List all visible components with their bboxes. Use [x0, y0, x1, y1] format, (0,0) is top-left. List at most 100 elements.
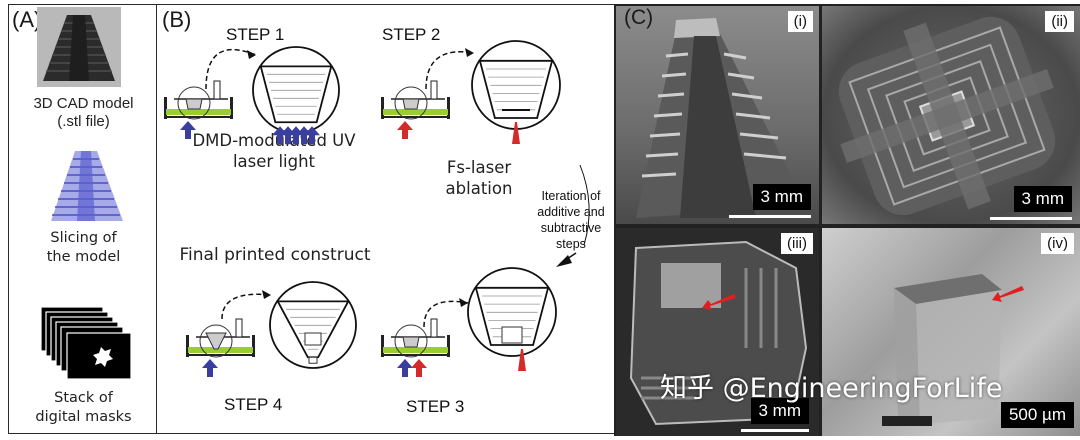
iteration-note-line4: steps [556, 237, 586, 251]
process-diagram [164, 40, 590, 377]
photo-iv-scale-label: 500 µm [1000, 402, 1074, 428]
arrowhead-icon [459, 298, 468, 307]
light-arrow-icon [397, 359, 413, 377]
slicing-caption-line2: the model [46, 249, 121, 265]
vat-wall [186, 335, 189, 357]
resin-layer [383, 109, 448, 115]
dashed-arrow [221, 293, 272, 320]
photo-iii-scale-label: 3 mm [750, 398, 809, 424]
panel-b-label: (B) [162, 7, 192, 32]
iteration-note-line1: Iteration of [541, 189, 601, 203]
dashed-arrow [205, 48, 257, 90]
panel-a-label: (A) [12, 7, 42, 32]
watermark: 知乎 @EngineeringForLife [660, 373, 1003, 404]
resin-layer [188, 347, 253, 353]
support-stub [308, 356, 318, 364]
sliced-model-icon [51, 151, 123, 221]
construct-small [205, 332, 227, 350]
arrowhead-icon [465, 48, 474, 57]
cad-model-image [37, 7, 121, 87]
construct-trapezoid [259, 65, 333, 124]
resin-layer [383, 347, 448, 353]
vat-wall [164, 97, 167, 119]
vat-wall [230, 97, 233, 119]
iteration-arrow [579, 164, 590, 246]
construct-trapezoid [478, 59, 554, 119]
step-4-title: STEP 4 [224, 395, 283, 414]
construct-small [185, 98, 203, 110]
plate-arm [213, 80, 221, 100]
vat-wall [252, 335, 255, 357]
final-construct-heading: Final printed construct [179, 245, 371, 265]
photo-iv: (iv) 500 µm [822, 228, 1080, 436]
resin-layer [166, 109, 231, 115]
plate-arm [430, 318, 438, 338]
masks-caption-line2: digital masks [35, 409, 132, 425]
light-arrow-icon [180, 121, 196, 139]
vat-wall [447, 97, 450, 119]
step-2-title: STEP 2 [382, 25, 441, 44]
zoom-circle-small [394, 324, 428, 358]
pyramid-render-icon [43, 15, 115, 81]
photo-iii-label: (iii) [781, 233, 813, 254]
construct-small [402, 98, 420, 110]
photo-i-label: (i) [787, 11, 813, 32]
plate-arm [430, 80, 438, 100]
uv-light-arrow-icon [304, 126, 320, 145]
photo-ii-label: (ii) [1045, 11, 1074, 32]
cube-feature [501, 326, 523, 344]
red-arrow-icon [702, 294, 736, 310]
zoom-circle-small [394, 86, 428, 120]
photo-i: (C) (i) 3 mm [616, 6, 819, 224]
sem-info-bar [882, 416, 932, 426]
red-arrow-icon [992, 286, 1024, 302]
fs-laser-beam [512, 122, 520, 144]
construct-trapezoid [474, 286, 550, 346]
light-arrow-icon [411, 359, 427, 377]
zoom-circle-small [199, 324, 233, 358]
cad-caption-line2: (.stl file) [57, 113, 110, 130]
digital-masks-stack-icon [40, 306, 132, 380]
vat-wall [381, 335, 384, 357]
masks-caption-line1: Stack of [54, 390, 113, 406]
panel-c-label: (C) [624, 6, 654, 29]
fs-laser-beam [518, 349, 526, 371]
photo-i-scale-bar [729, 215, 811, 218]
photo-iii-scale-bar [741, 429, 809, 432]
construct-small [402, 336, 420, 348]
sem-microstructure-photo [882, 274, 1024, 426]
step-1-title: STEP 1 [226, 25, 285, 44]
arrowhead-icon [247, 50, 256, 59]
ablated-construct-photo [629, 240, 808, 426]
photo-iv-label: (iv) [1041, 233, 1074, 254]
slicing-caption-line1: Slicing of [50, 230, 117, 246]
panel-b: (B) STEP 1 STEP 2 DMD-modulated UV laser… [156, 4, 615, 434]
photo-ii-scale-label: 3 mm [1013, 186, 1072, 212]
printed-pyramid-photo [636, 18, 806, 218]
cad-caption: 3D CAD model (.stl file) [9, 95, 158, 131]
zoom-circle-small [177, 86, 211, 120]
iteration-note-line2: additive and [537, 205, 605, 219]
plate-arm [235, 318, 243, 338]
light-arrow-icon [202, 359, 218, 377]
photo-iii: (iii) 3 mm [616, 228, 819, 436]
step-2-description: Fs-laser ablation [424, 157, 534, 199]
light-arrow-icon [397, 121, 413, 139]
step-3-title: STEP 3 [406, 397, 465, 416]
step-1-desc-line2: laser light [232, 152, 316, 171]
step-2-desc-line1: Fs-laser [446, 158, 512, 177]
photo-ii-scale-bar [990, 217, 1072, 220]
iteration-note: Iteration of additive and subtractive st… [531, 188, 611, 252]
panel-a: (A) 3D CAD model (.stl file) Slicing of [8, 4, 157, 434]
construct-trapezoid [276, 300, 350, 359]
vat-wall [447, 335, 450, 357]
step-2-desc-line2: ablation [445, 179, 513, 198]
iteration-note-line3: subtractive [540, 221, 602, 235]
photo-ii: (ii) 3 mm [822, 6, 1080, 224]
photo-i-scale-label: 3 mm [752, 184, 811, 210]
arrowhead-icon [556, 255, 572, 267]
panel-c: (C) (i) 3 mm (ii) 3 mm [614, 4, 1080, 436]
arrowhead-icon [262, 290, 271, 299]
cube-feature [304, 332, 322, 346]
printed-pyramid-top-view-photo [838, 16, 1056, 216]
